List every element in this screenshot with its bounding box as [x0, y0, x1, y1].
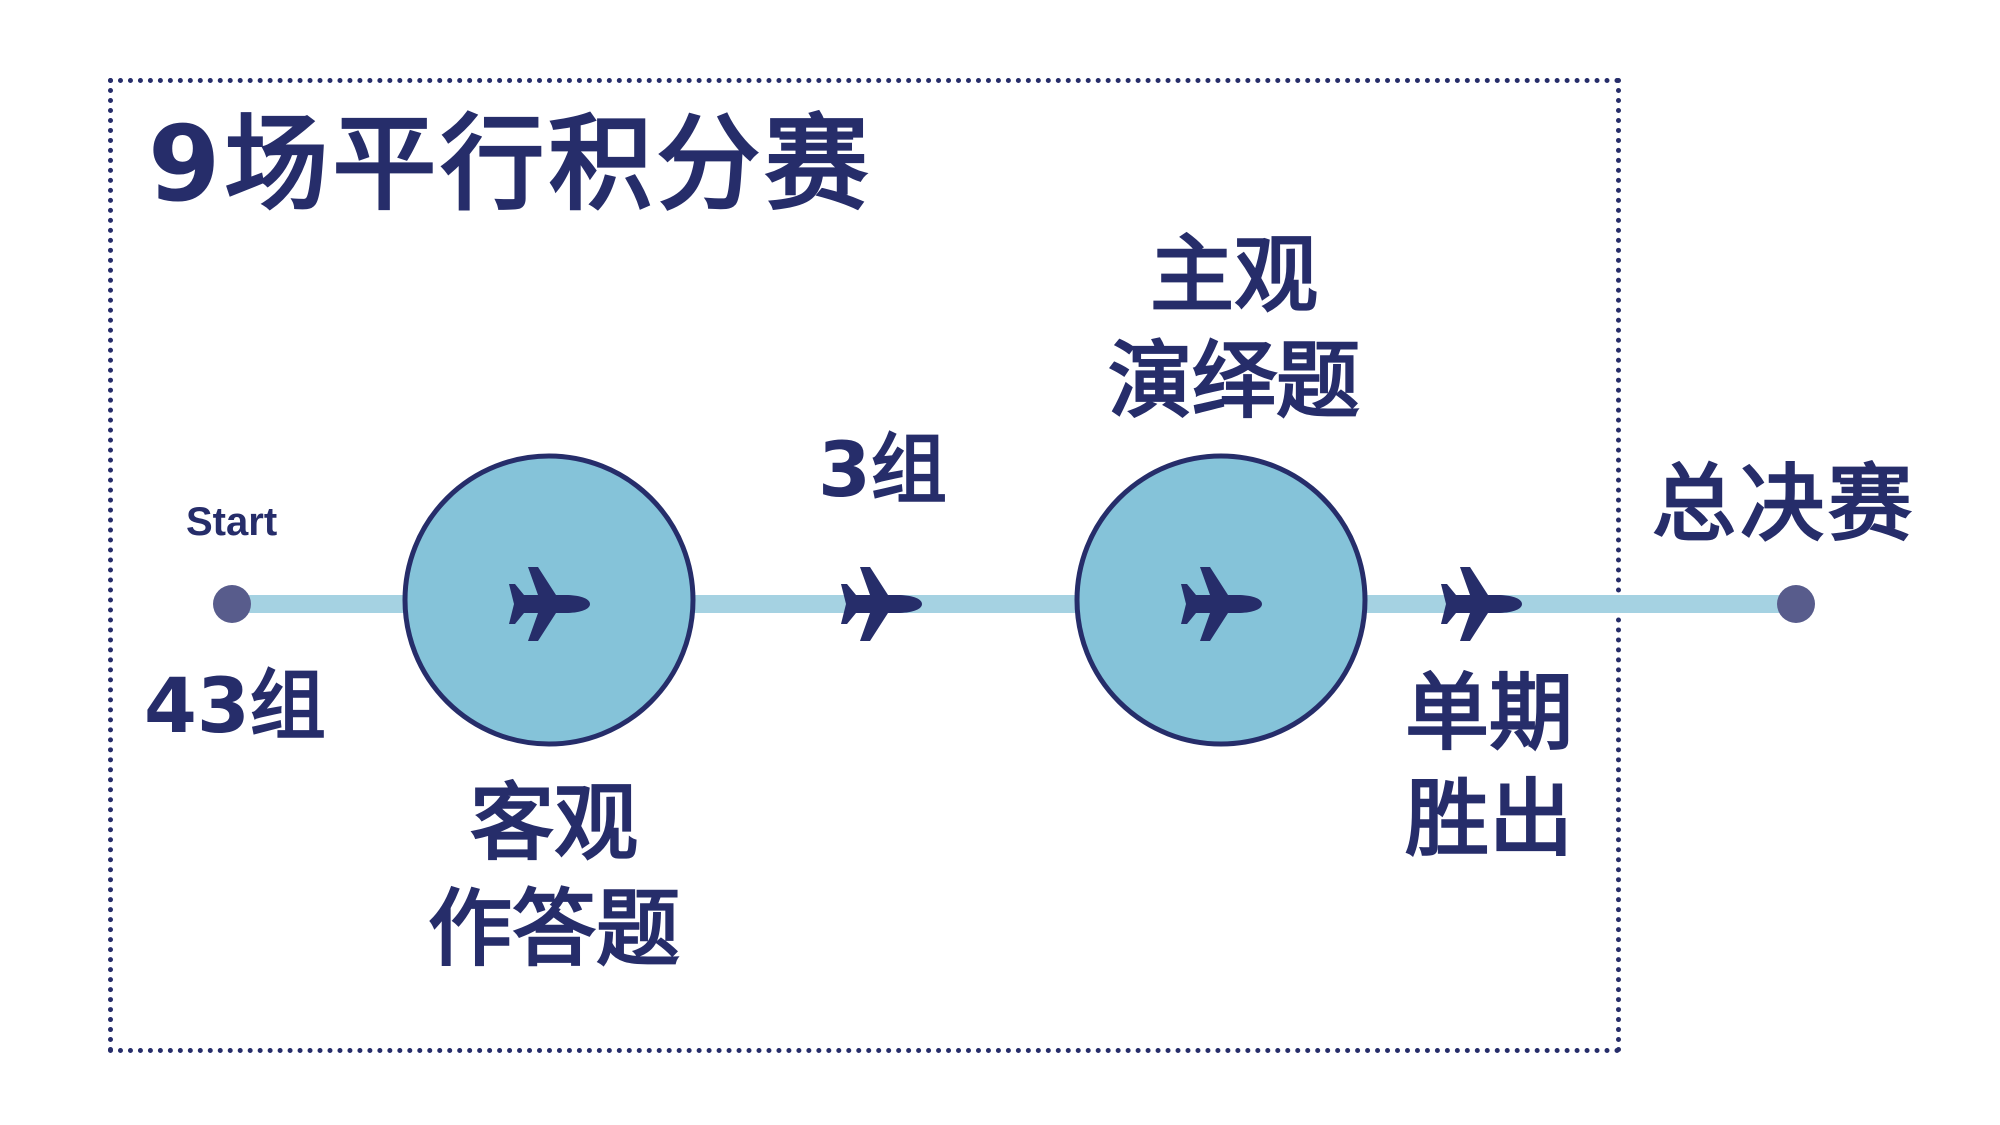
dotted-frame	[108, 78, 1621, 1053]
start-groups-label: 43组	[144, 661, 326, 750]
airplane-icon	[1441, 567, 1522, 641]
stage-1-label: 客观 作答题	[427, 774, 680, 978]
stage-2-label: 主观 演绎题	[1107, 226, 1360, 430]
mid-groups-label: 3组	[818, 425, 947, 514]
start-label: Start	[186, 500, 278, 544]
end-node	[1777, 585, 1815, 623]
airplane-icon	[841, 567, 922, 641]
elimination-label: 单期 胜出	[1404, 664, 1573, 868]
start-node	[213, 585, 251, 623]
diagram-title: 9场平行积分赛	[148, 103, 873, 225]
final-label: 总决赛	[1652, 455, 1917, 553]
